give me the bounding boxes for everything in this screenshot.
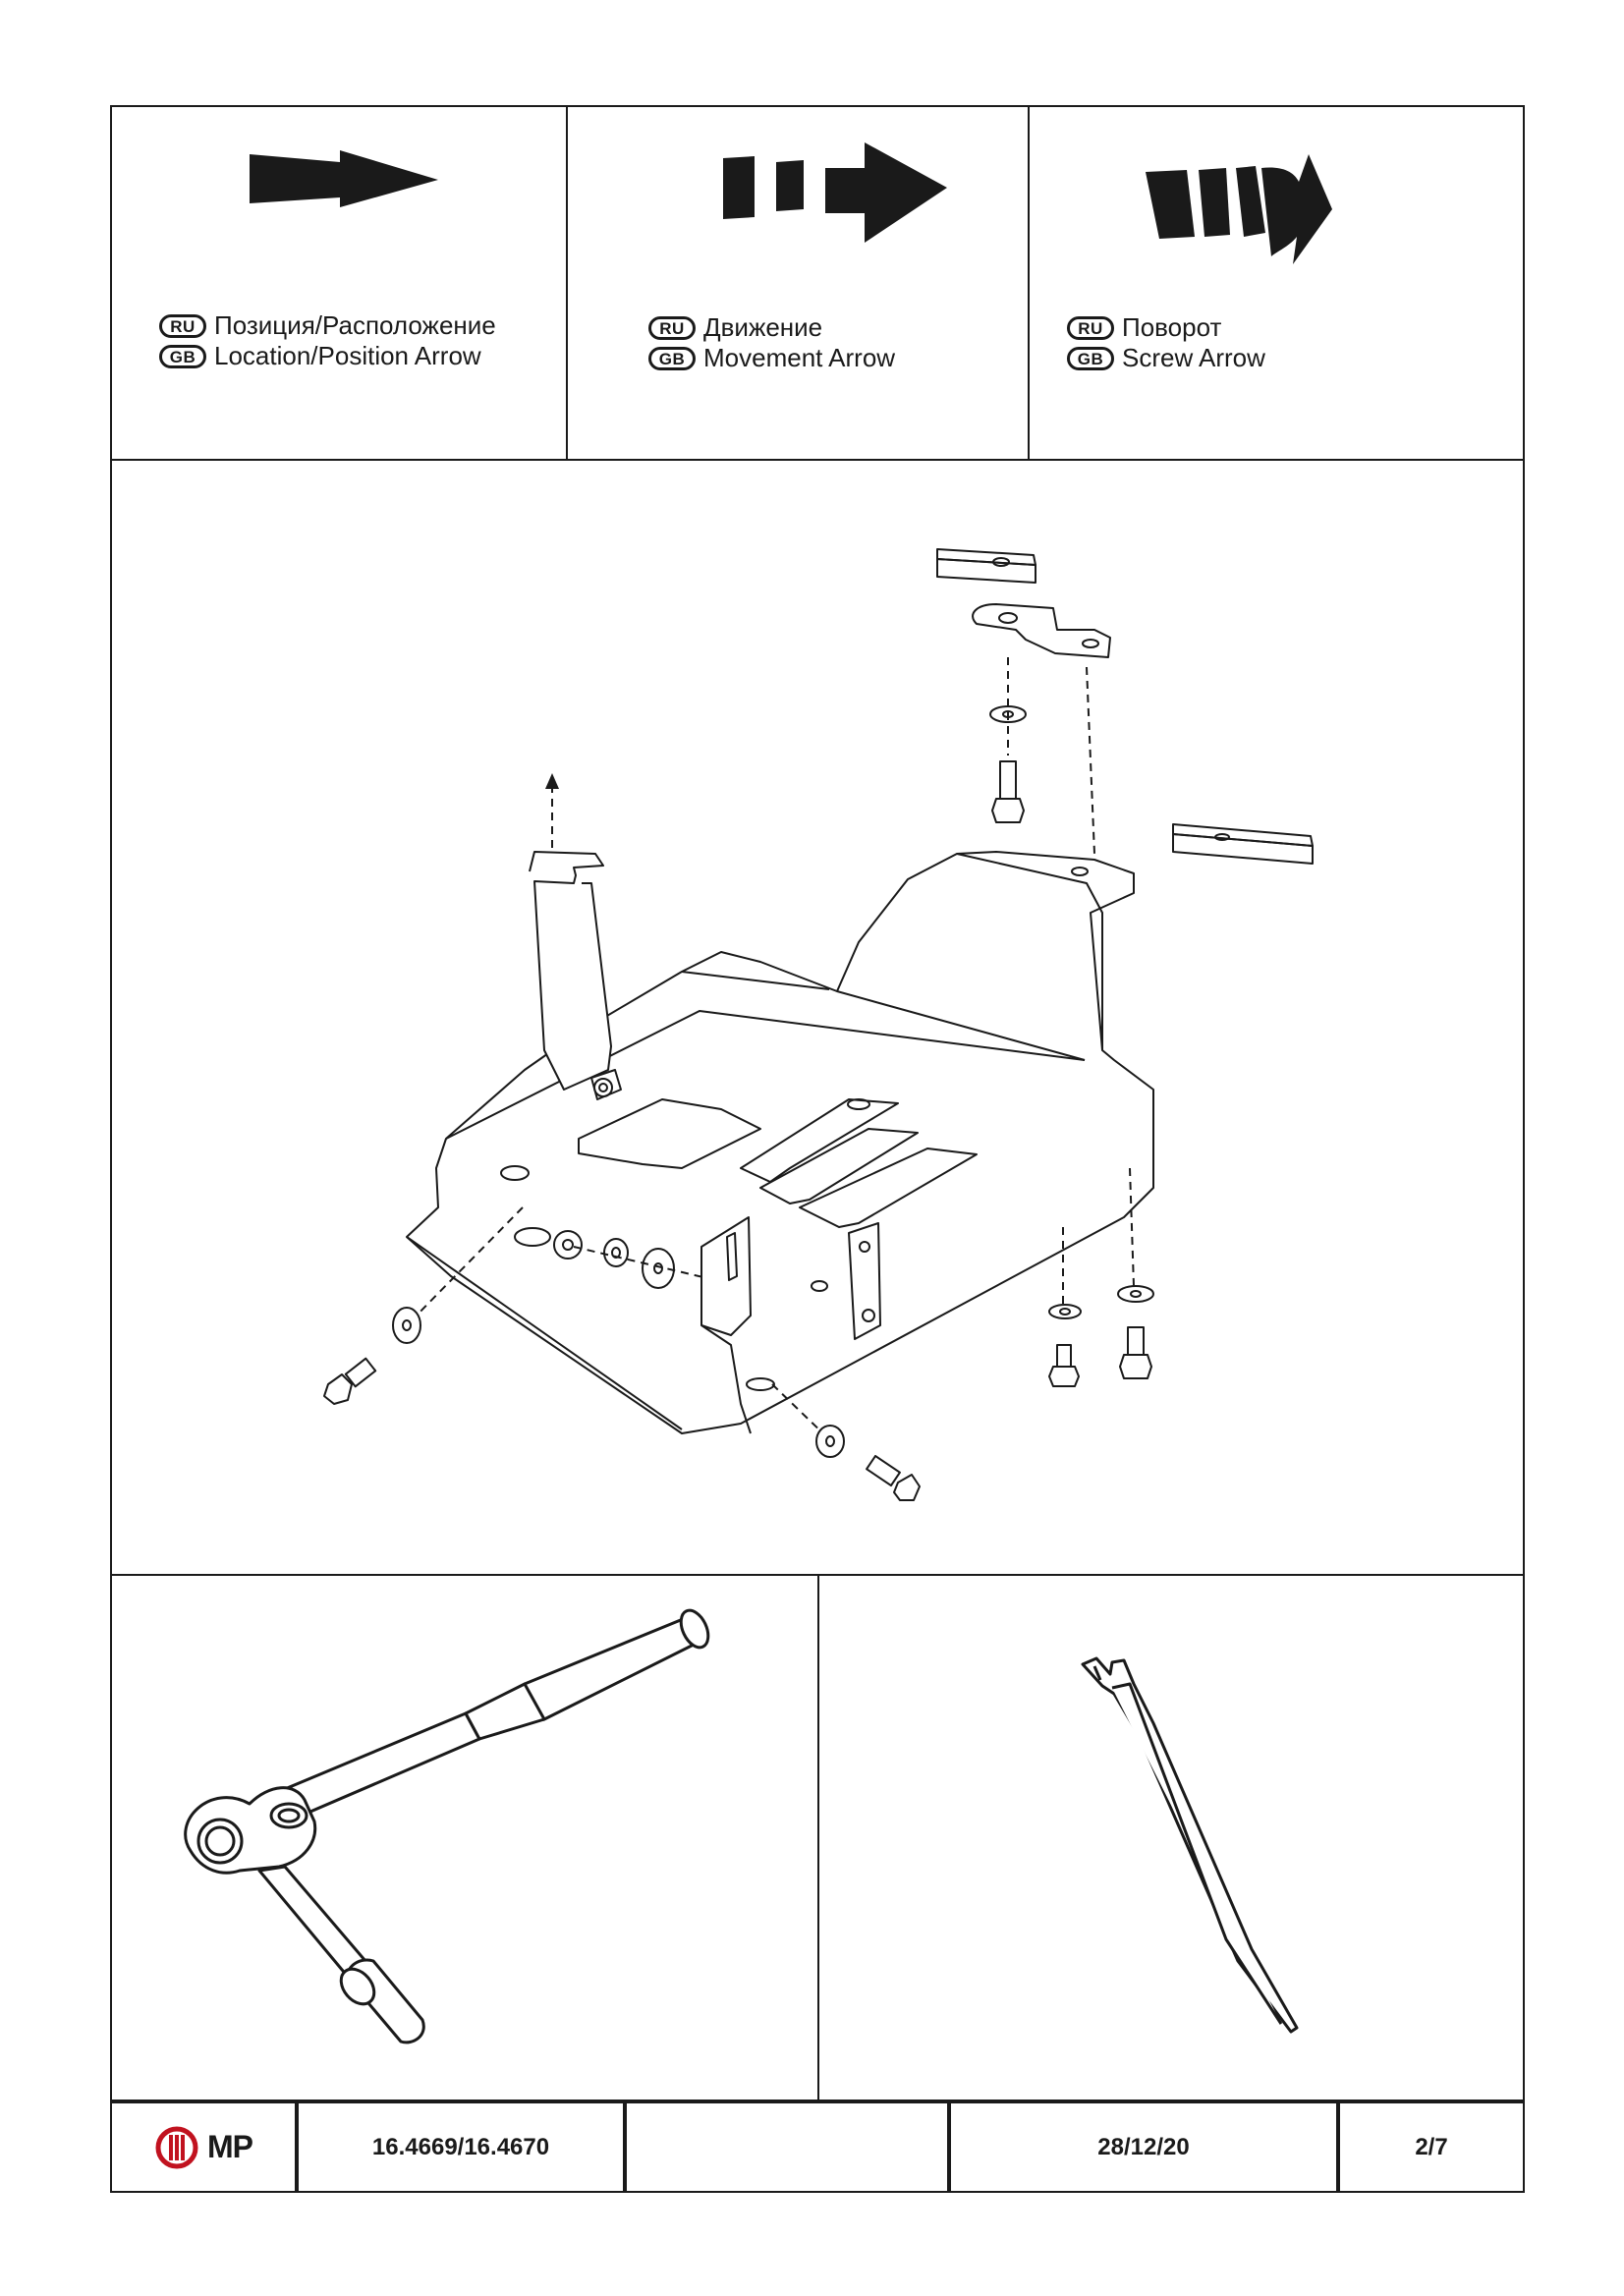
- movement-arrow-icon: [723, 142, 947, 243]
- ru-badge: RU: [648, 315, 696, 340]
- ratchet-wrench-icon: [184, 1608, 710, 2044]
- gb-badge: GB: [159, 344, 206, 368]
- title-block: MP 16.4669/16.4670 28/12/20 2/7: [112, 2100, 1523, 2191]
- page-cell: 2/7: [1340, 2103, 1523, 2191]
- gb-badge: GB: [648, 346, 696, 370]
- part-number-cell: 16.4669/16.4670: [299, 2103, 627, 2191]
- legend-ru-label: Поворот: [1122, 312, 1222, 342]
- blank-cell: [627, 2103, 951, 2191]
- arrow-legend: RU Позиция/Расположение GB Location/Positi…: [112, 107, 1523, 461]
- page-number: 2/7: [1415, 2133, 1448, 2160]
- ru-badge: RU: [159, 313, 206, 338]
- date-cell: 28/12/20: [951, 2103, 1340, 2191]
- legend-gb-label: Location/Position Arrow: [214, 341, 481, 370]
- logo-cell: MP: [112, 2103, 299, 2191]
- brand-logo: MP: [154, 2125, 253, 2170]
- legend-ru-label: Позиция/Расположение: [214, 310, 496, 340]
- legend-gb-label: Movement Arrow: [703, 343, 896, 372]
- legend-ru-label: Движение: [703, 312, 823, 342]
- legend-location: RU Позиция/Расположение GB Location/Positi…: [112, 107, 568, 459]
- tool-trim-cell: [819, 1576, 1525, 2101]
- document-date: 28/12/20: [1097, 2133, 1190, 2160]
- location-arrow-icon: [250, 150, 438, 207]
- part-number: 16.4669/16.4670: [371, 2133, 550, 2160]
- skid-plate-assembly-icon: [323, 548, 1314, 1501]
- legend-movement-text: RU Движение GB Movement Arrow: [648, 312, 895, 373]
- legend-movement: RU Движение GB Movement Arrow: [568, 107, 1030, 459]
- legend-location-text: RU Позиция/Расположение GB Location/Positi…: [159, 310, 496, 371]
- legend-screw: RU Поворот GB Screw Arrow: [1030, 107, 1525, 459]
- document-frame: RU Позиция/Расположение GB Location/Positi…: [110, 105, 1525, 2193]
- gb-badge: GB: [1067, 346, 1114, 370]
- legend-gb-label: Screw Arrow: [1122, 343, 1265, 372]
- trim-removal-tool-icon: [1081, 1656, 1299, 2034]
- tools-panel: [112, 1576, 1523, 2101]
- assembly-drawing-panel: [112, 461, 1523, 1576]
- logo-text: MP: [207, 2129, 253, 2164]
- legend-screw-text: RU Поворот GB Screw Arrow: [1067, 312, 1265, 373]
- tool-ratchet-cell: [112, 1576, 819, 2101]
- mp-logo-icon: [155, 2126, 198, 2168]
- screw-arrow-icon: [1146, 154, 1332, 264]
- ru-badge: RU: [1067, 315, 1114, 340]
